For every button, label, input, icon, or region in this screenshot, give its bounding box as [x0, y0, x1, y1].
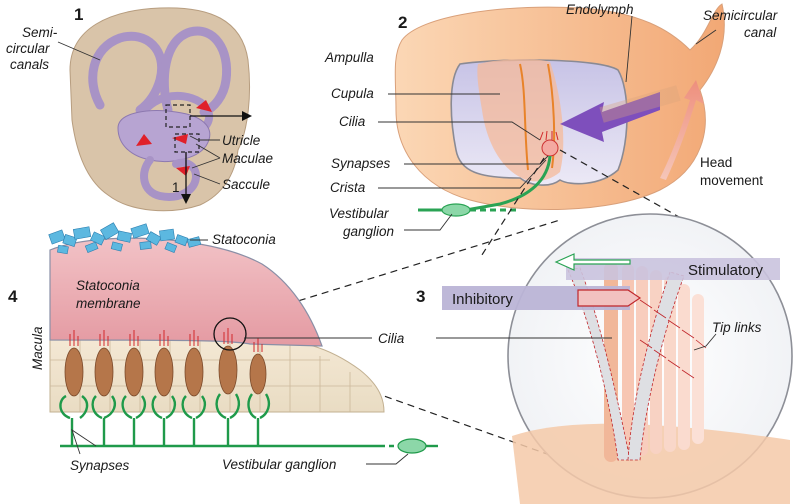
crista-circle	[542, 140, 558, 156]
hair-cell-3	[125, 348, 143, 396]
label-ampulla: Ampulla	[324, 50, 374, 65]
hair-cell-7	[250, 354, 266, 394]
hair-cell-4	[155, 348, 173, 396]
leader-synapses-4	[72, 430, 96, 454]
label-semicircular-canal-2: canal	[744, 25, 777, 40]
panel-2-ampulla: 2 Endolymph Semicircular canal Ampulla C…	[324, 2, 778, 239]
label-vestibular-ganglion-2b: ganglion	[343, 224, 394, 239]
label-crista: Crista	[330, 180, 366, 195]
label-inhibitory: Inhibitory	[452, 291, 513, 308]
leader-ganglion	[404, 214, 452, 230]
panel-3-hair-bundle: 3 Stimulatory Inhibitory Tip links	[416, 214, 792, 504]
label-arrow-ref-1: 1	[172, 180, 180, 195]
inhibitory-arrow	[578, 290, 640, 306]
hair-cell-2	[95, 348, 113, 396]
label-maculae: Maculae	[222, 151, 273, 166]
label-semicircular-canals-1: Semi-	[22, 25, 58, 40]
panel-number-1: 1	[74, 5, 83, 24]
label-utricle: Utricle	[222, 133, 260, 148]
label-saccule: Saccule	[222, 177, 270, 192]
macula-ganglion-cell	[398, 439, 426, 453]
label-cupula: Cupula	[331, 86, 374, 101]
label-semicircular-canals-3: canals	[10, 57, 49, 72]
hair-cell-1	[65, 348, 83, 396]
label-head-movement-1: Head	[700, 155, 732, 170]
label-macula: Macula	[30, 326, 45, 370]
label-vestibular-ganglion-4: Vestibular ganglion	[222, 457, 336, 472]
label-semicircular-canal-1: Semicircular	[703, 8, 778, 23]
stereocilium-6	[692, 294, 704, 444]
label-tip-links: Tip links	[712, 320, 762, 335]
label-endolymph: Endolymph	[566, 2, 634, 17]
leader-ganglion-4	[366, 454, 408, 464]
panel-number-3: 3	[416, 287, 425, 306]
label-synapses-4: Synapses	[70, 458, 130, 473]
panel-1-inner-ear: 1 Semi- circular canals Utricle Maculae …	[6, 5, 273, 211]
label-stimulatory: Stimulatory	[688, 262, 764, 279]
label-cilia-shared: Cilia	[378, 331, 405, 346]
label-synapses-2: Synapses	[331, 156, 391, 171]
hair-cell-6	[219, 346, 237, 394]
label-vestibular-ganglion-2a: Vestibular	[329, 206, 389, 221]
label-cilia-2: Cilia	[339, 114, 366, 129]
hair-cell-5	[185, 348, 203, 396]
label-semicircular-canals-2: circular	[6, 41, 50, 56]
label-statoconia: Statoconia	[212, 232, 276, 247]
ganglion-cell	[442, 204, 470, 216]
stereocilium-5	[678, 284, 690, 450]
label-statoconia-membrane-2: membrane	[76, 296, 141, 311]
label-statoconia-membrane-1: Statoconia	[76, 278, 140, 293]
panel-number-2: 2	[398, 13, 407, 32]
panel-number-4: 4	[8, 287, 18, 306]
label-head-movement-2: movement	[700, 173, 763, 188]
